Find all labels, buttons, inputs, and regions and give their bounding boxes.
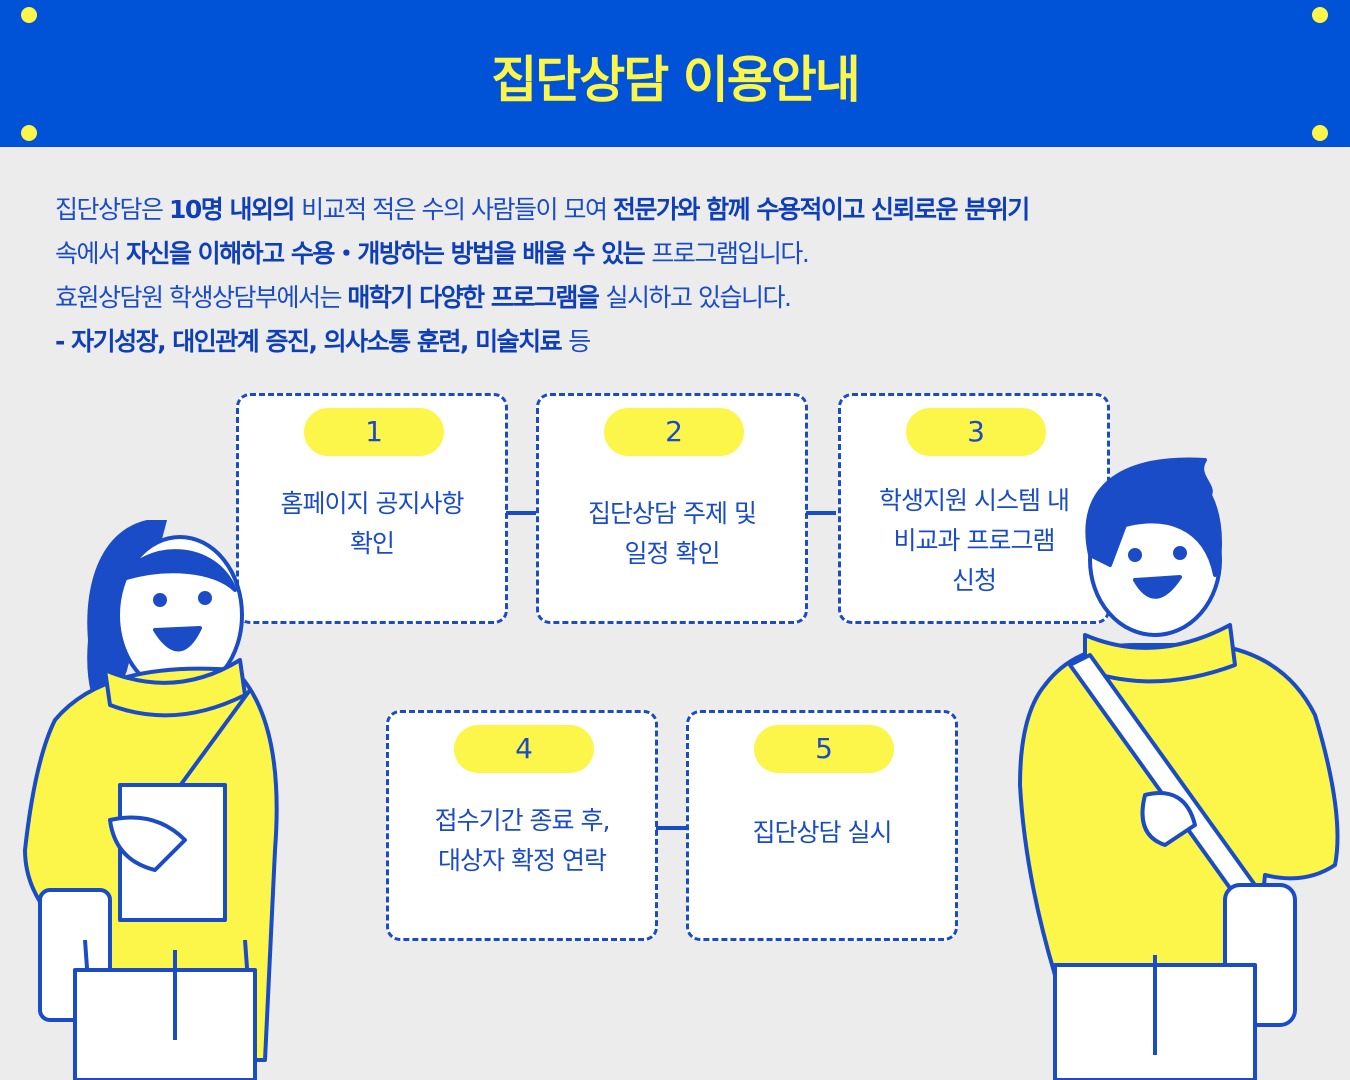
- header-banner: 집단상담 이용안내: [0, 0, 1350, 147]
- step-number-badge: 1: [304, 408, 444, 456]
- step-text-line: 일정 확인: [624, 539, 721, 568]
- connector-line: [506, 511, 536, 515]
- step-text-line: 집단상담 실시: [752, 818, 893, 847]
- intro-segment: 프로그램입니다.: [651, 239, 809, 268]
- step-text-line: 접수기간 종료 후,: [434, 806, 611, 835]
- step-card-5: 5 집단상담 실시: [686, 710, 958, 941]
- step-number-badge: 4: [454, 725, 594, 773]
- student-girl-illustration: [23, 520, 279, 1080]
- decor-dot: [1312, 7, 1328, 23]
- intro-line: - 자기성장, 대인관계 증진, 의사소통 훈련, 미술치료 등: [55, 320, 1029, 364]
- step-text-line: 집단상담 주제 및: [588, 499, 757, 528]
- intro-emphasis: 10명 내외의: [168, 195, 302, 224]
- intro-emphasis: 전문가와 함께 수용적이고 신뢰로운 분위기: [612, 195, 1030, 224]
- intro-segment: 등: [568, 327, 591, 356]
- step-number-badge: 2: [604, 408, 744, 456]
- intro-emphasis: - 자기성장, 대인관계 증진, 의사소통 훈련, 미술치료: [55, 327, 569, 356]
- intro-line: 속에서 자신을 이해하고 수용・개방하는 방법을 배울 수 있는 프로그램입니다…: [55, 232, 1029, 276]
- intro-segment: 속에서: [55, 239, 126, 268]
- step-card-4: 4 접수기간 종료 후, 대상자 확정 연락: [386, 710, 658, 941]
- intro-line: 집단상담은 10명 내외의 비교적 적은 수의 사람들이 모여 전문가와 함께 …: [55, 188, 1030, 232]
- step-number-badge: 3: [906, 408, 1046, 456]
- decor-dot: [21, 125, 37, 141]
- decor-dot: [21, 7, 37, 23]
- step-text-line: 홈페이지 공지사항: [280, 489, 465, 518]
- student-boy-illustration: [1018, 457, 1340, 1080]
- connector-line: [656, 826, 686, 830]
- decor-dot: [1312, 125, 1328, 141]
- connector-line: [806, 511, 836, 515]
- step-card-1: 1 홈페이지 공지사항 확인: [236, 393, 508, 624]
- intro-segment: 실시하고 있습니다.: [605, 283, 792, 312]
- step-card-2: 2 집단상담 주제 및 일정 확인: [536, 393, 808, 624]
- step-text-line: 비교과 프로그램: [893, 526, 1056, 555]
- intro-segment: 집단상담은: [55, 195, 169, 224]
- step-text-line: 확인: [349, 529, 395, 558]
- intro-segment: 비교적 적은 수의 사람들이 모여: [301, 195, 613, 224]
- step-text-line: 대상자 확정 연락: [438, 846, 607, 875]
- intro-line: 효원상담원 학생상담부에서는 매학기 다양한 프로그램을 실시하고 있습니다.: [55, 276, 1029, 320]
- step-text-line: 학생지원 시스템 내: [879, 486, 1070, 515]
- intro-text: 집단상담은 10명 내외의 비교적 적은 수의 사람들이 모여 전문가와 함께 …: [55, 188, 1030, 364]
- step-card-3: 3 학생지원 시스템 내 비교과 프로그램 신청: [838, 393, 1110, 624]
- step-number-badge: 5: [754, 725, 894, 773]
- intro-emphasis: 자신을 이해하고 수용・개방하는 방법을 배울 수 있는: [125, 239, 652, 268]
- step-text-line: 신청: [951, 566, 997, 595]
- intro-emphasis: 매학기 다양한 프로그램을: [347, 283, 606, 312]
- intro-segment: 효원상담원 학생상담부에서는: [55, 283, 348, 312]
- page-title: 집단상담 이용안내: [491, 51, 860, 109]
